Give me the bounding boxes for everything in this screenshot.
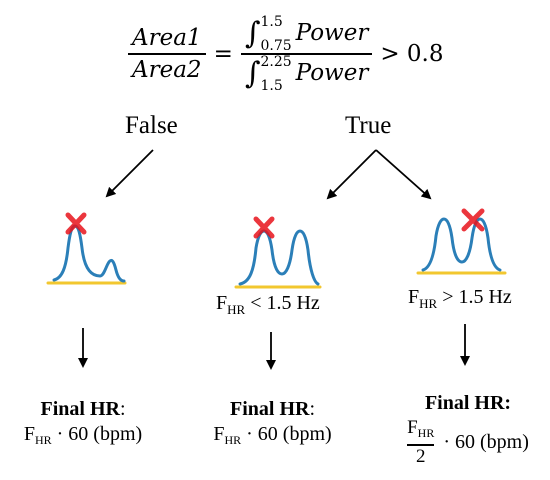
numerator-power: Power: [295, 20, 369, 47]
numerator-limits: 1.5 0.75: [260, 15, 291, 53]
true-right-branch-arrow: [375, 149, 432, 200]
denominator-limits: 2.25 1.5: [260, 55, 291, 93]
area-fraction: Area1 Area2: [128, 23, 206, 85]
final-hr-left-title: Final HR:: [40, 398, 126, 420]
true-label: True: [345, 112, 392, 139]
equals-sign: =: [213, 41, 233, 67]
final-hr-middle-formula: FHR · 60 (bpm): [213, 423, 332, 447]
spectrum-high-peak-marked-icon: [416, 208, 507, 275]
condition-below-1-5hz: FHR < 1.5 Hz: [216, 292, 320, 317]
final-hr-right: Final HR: FHR 2 · 60 (bpm): [392, 392, 544, 468]
integral-sign: ∫: [244, 55, 261, 91]
area2-text: Area2: [132, 56, 202, 83]
final-hr-middle-title: Final HR:: [229, 398, 315, 420]
final-hr-left-formula: FHR · 60 (bpm): [23, 423, 143, 447]
denominator-integral: ∫2.25 1.5 Power: [241, 55, 373, 93]
spectrum-low-peak-marked-icon: [234, 216, 322, 289]
spectrum-single-peak-icon: [46, 212, 127, 285]
denominator-upper-limit: 2.25: [260, 53, 292, 70]
numerator-upper-limit: 1.5: [260, 14, 283, 31]
threshold-comparison: > 0.8: [380, 41, 444, 67]
denominator-lower-limit: 1.5: [260, 77, 283, 94]
true-left-branch-arrow: [326, 149, 377, 200]
denominator-power: Power: [295, 59, 369, 86]
false-branch-arrow: [105, 149, 154, 198]
final-hr-right-formula: FHR 2 · 60 (bpm): [407, 417, 529, 467]
fhr-over-two-fraction: FHR 2: [407, 417, 435, 467]
final-hr-middle: Final HR: FHR · 60 (bpm): [195, 398, 350, 448]
false-label: False: [125, 112, 178, 139]
integral-sign: ∫: [244, 16, 261, 52]
fraction-bar: [240, 53, 373, 55]
numerator-lower-limit: 0.75: [260, 38, 292, 55]
final-hr-left: Final HR: FHR · 60 (bpm): [8, 398, 158, 448]
area1-text: Area1: [132, 25, 202, 52]
final-hr-right-title: Final HR:: [424, 392, 512, 414]
condition-above-1-5hz: FHR > 1.5 Hz: [408, 286, 512, 311]
fraction-bar: [128, 53, 206, 55]
